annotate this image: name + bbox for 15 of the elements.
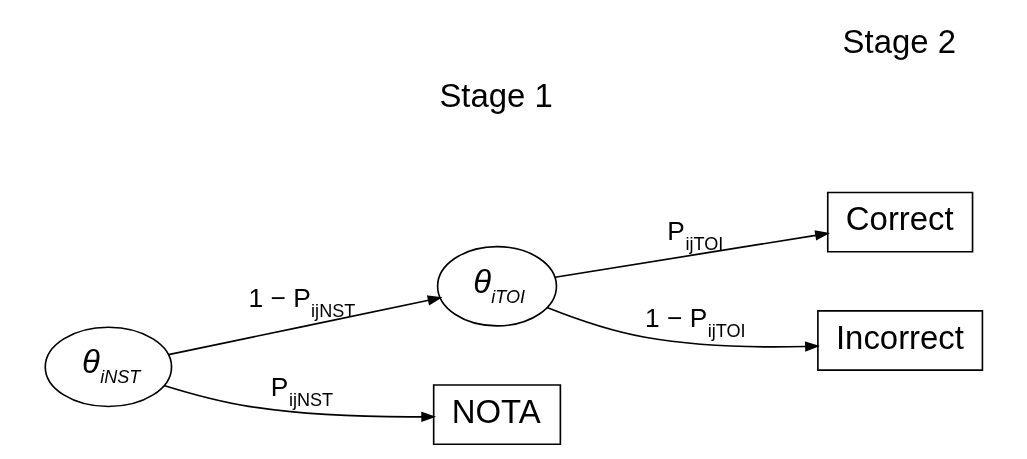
node-box: Correct — [826, 191, 973, 253]
arrow — [553, 230, 830, 279]
node-box: Incorrect — [816, 310, 983, 371]
node-ellipse: θ$_{iNST}$ — [43, 326, 172, 408]
label: Stage 1 — [438, 76, 553, 114]
edge-label: P$_{ijNST}$ — [270, 372, 333, 411]
edge-label: 1 − P$_{ijNST}$ — [248, 283, 355, 322]
node-ellipse: θ$_{iTOI}$ — [436, 245, 557, 327]
arrow — [545, 306, 820, 352]
edge-label: 1 − P$_{ijTOI}$ — [644, 303, 745, 342]
arrow — [167, 295, 442, 356]
arrow — [162, 384, 436, 423]
label: Stage 2 — [842, 22, 956, 60]
edge-label: P$_{ijTOI}$ — [666, 215, 723, 254]
node-box: NOTA — [432, 384, 561, 446]
